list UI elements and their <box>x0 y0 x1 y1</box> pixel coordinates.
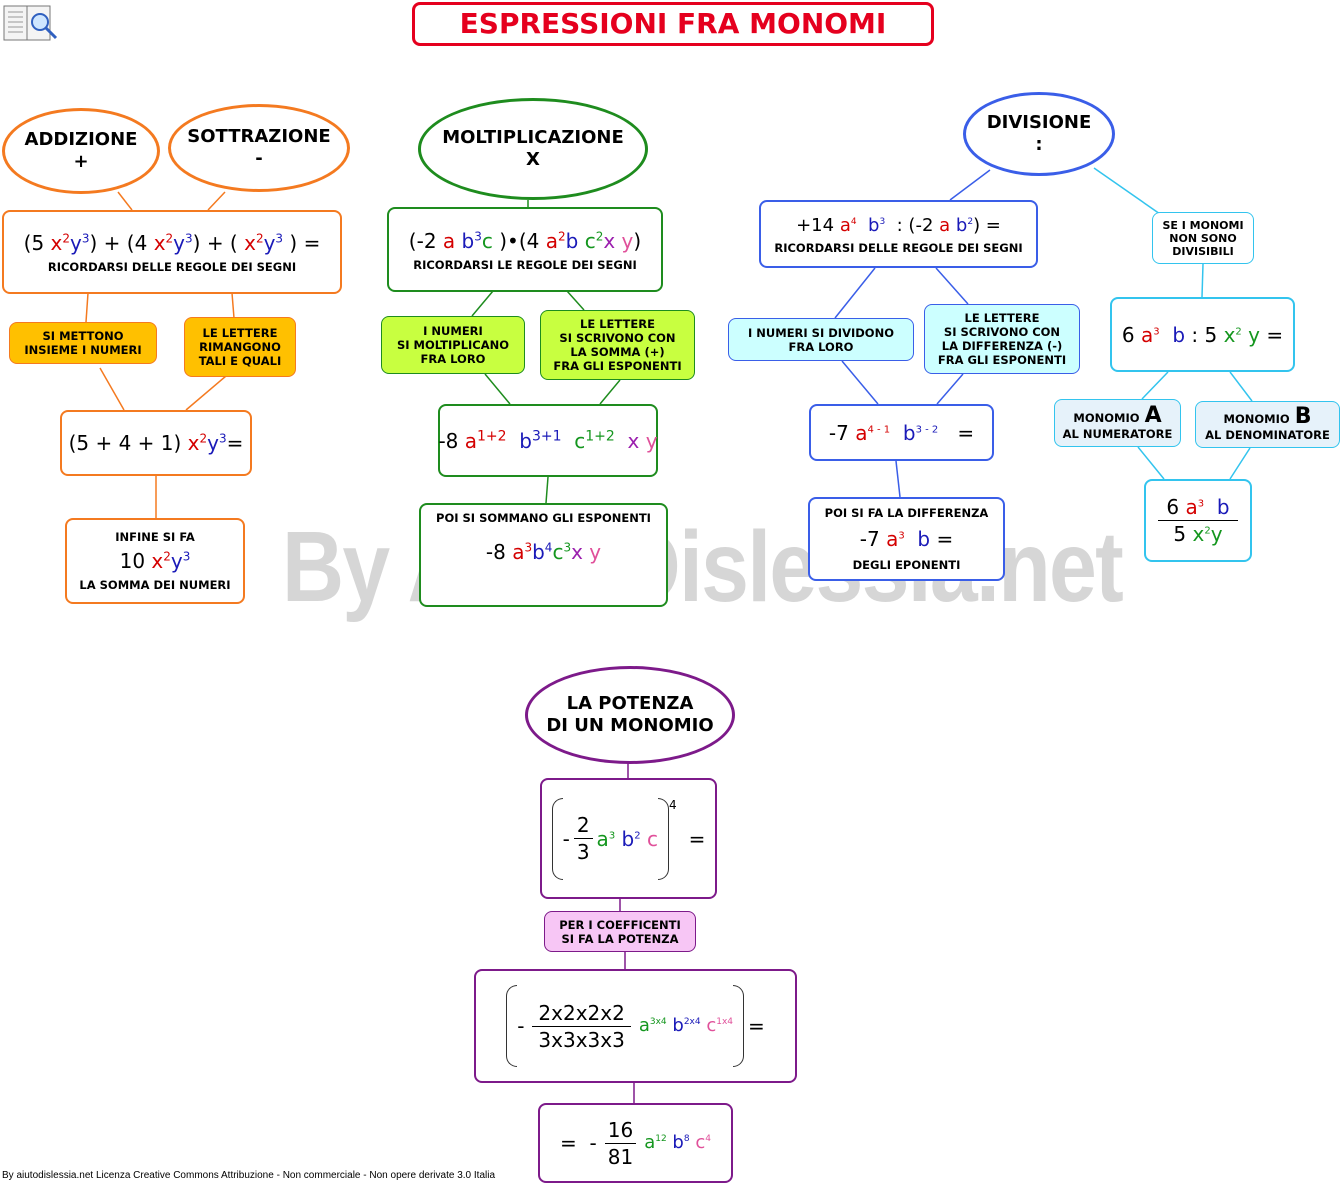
divisione-oval: DIVISIONE : <box>963 92 1115 176</box>
book-logo-icon <box>2 2 58 42</box>
addizione-expression: (5 x2y3) + (4 x2y3) + ( x2y3 ) = <box>23 231 321 255</box>
divisione-numeri-box: I NUMERI SI DIVIDONO FRA LORO <box>728 318 914 361</box>
divisione-non-divisibili-box: SE I MONOMI NON SONO DIVISIBILI <box>1152 212 1254 264</box>
sottrazione-oval: SOTTRAZIONE - <box>168 104 350 192</box>
divisione-differenza-box: -7 a4 - 1 b3 - 2 = <box>809 404 994 461</box>
license-footer: By aiutodislessia.net Licenza Creative C… <box>2 1170 496 1181</box>
addizione-oval: ADDIZIONE + <box>2 108 160 194</box>
divisione-label: DIVISIONE <box>986 112 1092 133</box>
monomio-b-letter: B <box>1294 404 1312 429</box>
moltiplicazione-risultato-box: POI SI SOMMANO GLI ESPONENTI -8 a3b4c3x … <box>419 503 668 607</box>
addizione-numeri-box: SI METTONO INSIEME I NUMERI <box>9 322 157 364</box>
addizione-lettere-box: LE LETTERE RIMANGONO TALI E QUALI <box>184 317 296 377</box>
divisione-risultato-top: POI SI FA LA DIFFERENZA <box>824 506 989 520</box>
moltiplicazione-somma-box: -8 a1+2 b3+1 c1+2 x y <box>438 404 658 477</box>
addizione-somma-box: (5 + 4 + 1) x2y3= <box>60 410 252 476</box>
moltiplicazione-oval: MOLTIPLICAZIONE X <box>418 98 648 200</box>
divisione-lettere-box: LE LETTERE SI SCRIVONO CON LA DIFFERENZA… <box>924 304 1080 374</box>
potenza-coefficienti-box: PER I COEFFICENTI SI FA LA POTENZA <box>544 911 696 952</box>
sottrazione-symbol: - <box>255 148 263 169</box>
monomio-a-pre: MONOMIO <box>1073 410 1140 425</box>
moltiplicazione-somma-expression: -8 a1+2 b3+1 c1+2 x y <box>438 427 658 453</box>
page-title: ESPRESSIONI FRA MONOMI <box>412 2 934 46</box>
potenza-oval: LA POTENZA DI UN MONOMIO <box>525 666 735 764</box>
moltiplicazione-expression: (-2 a b3c )•(4 a2b c2x y) <box>408 228 642 253</box>
addizione-label: ADDIZIONE <box>24 129 138 150</box>
addizione-risultato-box: INFINE SI FA 10 x2y3 LA SOMMA DEI NUMERI <box>65 518 245 604</box>
right-paren-icon <box>733 985 745 1067</box>
moltiplicazione-numeri-box: I NUMERI SI MOLTIPLICANO FRA LORO <box>381 316 525 374</box>
monomio-b-box: MONOMIO B AL DENOMINATORE <box>1195 401 1340 448</box>
addizione-risultato-bottom: LA SOMMA DEI NUMERI <box>79 578 231 592</box>
divisione-expression: +14 a4 b3 : (-2 a b2) = <box>796 215 1001 236</box>
moltiplicazione-expression-box: (-2 a b3c )•(4 a2b c2x y) RICORDARSI LE … <box>387 207 663 292</box>
left-paren-icon <box>506 985 518 1067</box>
divisione-risultato-box: POI SI FA LA DIFFERENZA -7 a3 b = DEGLI … <box>808 497 1005 581</box>
moltiplicazione-symbol: X <box>526 149 540 170</box>
moltiplicazione-caption: RICORDARSI LE REGOLE DEI SEGNI <box>413 257 637 272</box>
moltiplicazione-risultato-expression: -8 a3b4c3x y <box>485 540 602 564</box>
moltiplicazione-label: MOLTIPLICAZIONE <box>442 127 624 148</box>
monomio-a-post: AL NUMERATORE <box>1062 426 1173 441</box>
divisione-risultato-bottom: DEGLI EPONENTI <box>852 558 961 572</box>
addizione-risultato-expression: 10 x2y3 <box>119 549 191 573</box>
right-paren-icon <box>657 797 669 880</box>
divisione-frazione: 6 a3 b 5 x2y <box>1158 494 1238 547</box>
divisione-symbol: : <box>1035 134 1043 155</box>
addizione-symbol: + <box>73 151 89 172</box>
divisione-risultato-expression: -7 a3 b = <box>859 527 954 551</box>
monomio-a-letter: A <box>1144 402 1162 428</box>
divisione-expression-box: +14 a4 b3 : (-2 a b2) = RICORDARSI DELLE… <box>759 200 1038 268</box>
monomio-a-box: MONOMIO A AL NUMERATORE <box>1054 399 1181 447</box>
divisione-non-divisibili-expression: 6 a3 b : 5 x2 y = <box>1121 322 1284 347</box>
divisione-non-divisibili-expression-box: 6 a3 b : 5 x2 y = <box>1110 297 1295 372</box>
left-paren-icon <box>551 797 563 880</box>
addizione-caption: RICORDARSI DELLE REGOLE DEI SEGNI <box>47 260 297 274</box>
moltiplicazione-risultato-caption: POI SI SOMMANO GLI ESPONENTI <box>436 511 651 525</box>
addizione-risultato-top: INFINE SI FA <box>115 530 195 544</box>
addizione-expression-box: (5 x2y3) + (4 x2y3) + ( x2y3 ) = RICORDA… <box>2 210 342 294</box>
divisione-differenza-expression: -7 a4 - 1 b3 - 2 = <box>828 420 975 445</box>
addizione-somma-expression: (5 + 4 + 1) x2y3= <box>68 431 244 455</box>
monomio-b-post: AL DENOMINATORE <box>1205 428 1330 442</box>
divisione-caption: RICORDARSI DELLE REGOLE DEI SEGNI <box>774 241 1023 255</box>
moltiplicazione-lettere-box: LE LETTERE SI SCRIVONO CON LA SOMMA (+) … <box>540 310 695 380</box>
sottrazione-label: SOTTRAZIONE <box>187 126 331 147</box>
monomio-b-pre: MONOMIO <box>1223 412 1290 426</box>
divisione-frazione-box: 6 a3 b 5 x2y <box>1144 479 1252 562</box>
